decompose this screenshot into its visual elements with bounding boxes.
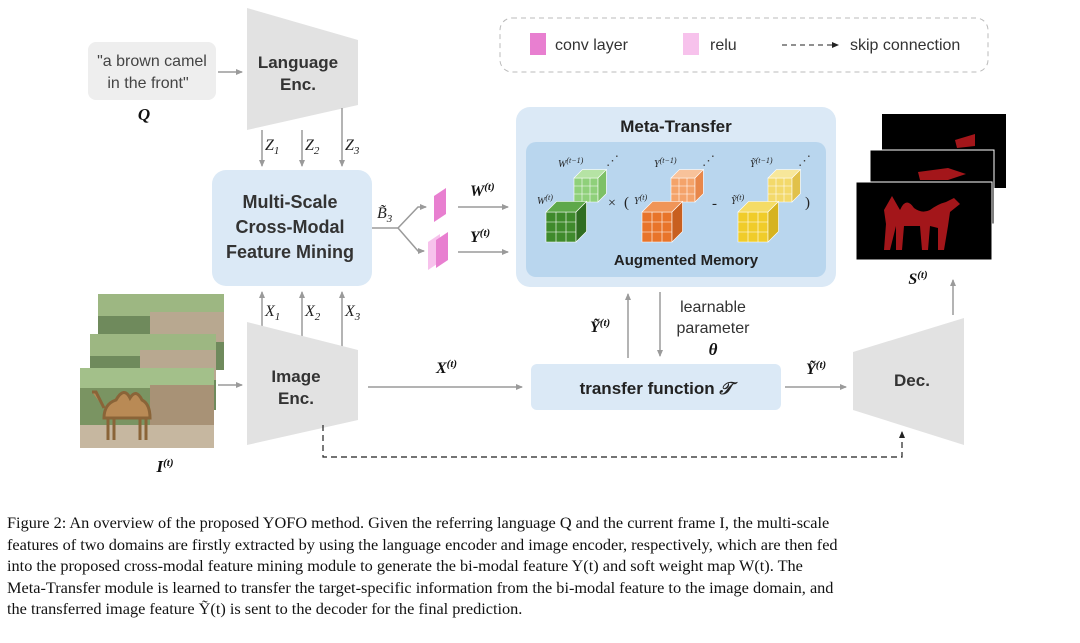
learnable-line-2: parameter	[677, 320, 751, 337]
theta-symbol: θ	[709, 340, 718, 359]
yt-prev-label: Ỹ(t−1)	[750, 156, 773, 170]
caption-line-3: into the proposed cross-modal feature mi…	[7, 556, 803, 576]
camel-shape	[92, 390, 152, 440]
mask-camel	[884, 196, 960, 250]
w-cur-label: W(t)	[537, 193, 553, 207]
output-masks	[855, 114, 1006, 261]
cross-modal-mining-module: Multi-Scale Cross-Modal Feature Mining	[212, 170, 372, 286]
memory-cubes	[545, 168, 802, 243]
close-paren: )	[805, 195, 810, 211]
input-frames	[80, 294, 224, 448]
language-encoder-line-1: Language	[258, 53, 338, 72]
image-encoder-line-1: Image	[271, 367, 320, 386]
dots-w: ⋰	[606, 153, 619, 168]
query-line-2: in the front"	[107, 75, 188, 92]
w-out-symbol: W(t)	[470, 181, 495, 200]
mining-line-3: Feature Mining	[226, 242, 354, 262]
y-prev-label: Y(t−1)	[654, 156, 677, 170]
learnable-line-1: learnable	[680, 299, 746, 316]
conv-block-w	[434, 188, 446, 222]
meta-transfer-title: Meta-Transfer	[620, 117, 732, 136]
query-box: "a brown camel in the front" Q	[88, 42, 216, 124]
caption-line-2: features of two domains are firstly extr…	[7, 534, 838, 554]
arrow-b3-upper	[372, 204, 427, 229]
transfer-function-box: transfer function 𝒯	[531, 364, 781, 410]
query-symbol: Q	[138, 105, 150, 124]
language-encoder-line-2: Enc.	[280, 75, 316, 94]
query-line-1: "a brown camel	[97, 53, 207, 70]
figure-caption: Figure 2: An overview of the proposed YO…	[7, 512, 1075, 620]
legend: conv layer relu skip connection	[499, 17, 989, 73]
cube-w-cur	[545, 200, 588, 243]
input-frame-symbol: I(t)	[155, 457, 173, 476]
y-tilde-left-symbol: Ỹ(t)	[590, 317, 610, 336]
cube-yt-cur	[737, 200, 780, 243]
augmented-memory-label: Augmented Memory	[614, 252, 759, 269]
yt-cur-label: Ỹ(t)	[731, 193, 744, 207]
relu-swatch	[683, 33, 699, 55]
arrow-b3-lower	[397, 227, 425, 254]
x2-symbol: X2	[304, 303, 321, 323]
image-encoder-line-2: Enc.	[278, 389, 314, 408]
y-tilde-right-symbol: Ỹ(t)	[806, 359, 826, 378]
dots-y: ⋰	[702, 153, 715, 168]
frame-front	[80, 368, 214, 448]
meta-transfer-module: Meta-Transfer Augmented Memory W(t−1) ⋰ …	[516, 107, 836, 287]
y-out-symbol: Y(t)	[470, 227, 490, 246]
x1-symbol: X1	[264, 303, 280, 323]
conv-block-y	[436, 232, 448, 268]
cube-yt-prev	[767, 168, 802, 203]
yofo-diagram: conv layer relu skip connection "a brown…	[80, 8, 1006, 476]
decoder-label: Dec.	[894, 371, 930, 390]
cube-y-prev	[670, 168, 705, 203]
caption-line-4: Meta-Transfer module is learned to trans…	[7, 577, 834, 597]
relu-label: relu	[710, 37, 737, 54]
skip-connection-label: skip connection	[850, 37, 960, 54]
cube-w-prev	[573, 168, 608, 203]
cube-y-cur	[641, 200, 684, 243]
open-paren: (	[624, 195, 629, 211]
language-encoder: Language Enc.	[247, 8, 358, 130]
y-cur-label: Y(t)	[634, 193, 647, 207]
caption-line-1: Figure 2: An overview of the proposed YO…	[7, 513, 830, 532]
x3-symbol: X3	[344, 303, 361, 323]
skip-connection-path	[322, 425, 905, 458]
x-t-symbol: X(t)	[435, 358, 457, 377]
image-encoder: Image Enc.	[247, 322, 358, 445]
minus-sign: -	[712, 196, 717, 212]
z2-symbol: Z2	[305, 137, 320, 157]
conv-layer-label: conv layer	[555, 37, 629, 54]
dots-yt: ⋰	[798, 153, 811, 168]
z3-symbol: Z3	[345, 137, 360, 157]
times-sign: ×	[608, 196, 616, 211]
b3-symbol: B̃3	[377, 204, 393, 225]
z1-symbol: Z1	[265, 137, 279, 157]
w-prev-label: W(t−1)	[558, 156, 584, 170]
mining-line-1: Multi-Scale	[242, 192, 337, 212]
mining-line-2: Cross-Modal	[235, 217, 344, 237]
caption-line-5: the transferred image feature Ỹ(t) is se…	[7, 599, 523, 619]
decoder: Dec.	[853, 318, 964, 445]
transfer-function-label: transfer function 𝒯	[580, 379, 739, 398]
s-t-symbol: S(t)	[908, 269, 927, 288]
conv-layer-swatch	[530, 33, 546, 55]
